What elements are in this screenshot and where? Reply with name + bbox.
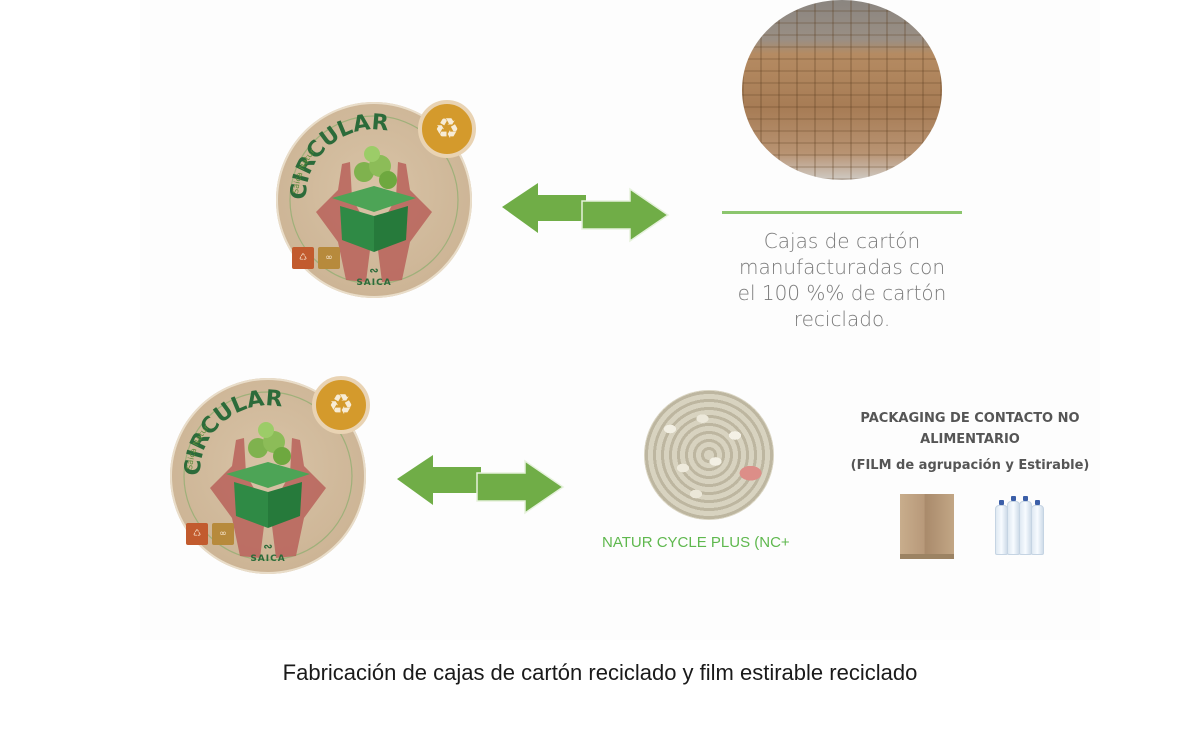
bottle [1031,500,1044,555]
green-divider [722,211,962,214]
sdg-12-icon: ♺ [292,247,314,269]
sdg-12-icon: ♺ [186,523,208,545]
caption-line: el 100 %% de cartón [737,281,947,305]
recycle-icon: ♻ [312,376,370,434]
saica-logo-icon: ∾ [369,265,379,277]
saica-natur-circular-badge: CIRCULAR Saica Natur ♻ ♺ ∞ ∾ SAICA [170,376,370,574]
water-bottle-pack-image [995,496,1045,555]
saica-logo-icon: ∾ [263,541,273,553]
badge-artwork: CIRCULAR Saica Natur [181,386,353,561]
packaging-title-line: ALIMENTARIO [920,432,1020,447]
saica-logo-text: SAICA [356,278,392,288]
sdg-infinity-icon: ∞ [212,523,234,545]
recycled-boxes-caption: Cajas de cartón manufacturadas con el 10… [712,228,972,332]
recycled-plastic-pellets-photo [644,390,774,520]
bottle [1007,496,1020,555]
caption-line: manufacturadas con [738,255,945,279]
bidirectional-arrow-icon [395,453,565,523]
figure-caption: Fabricación de cajas de cartón reciclado… [282,660,918,685]
wrapped-pallet-image [900,494,954,559]
saica-logo-text: SAICA [250,554,286,564]
caption-line: Cajas de cartón [763,229,921,253]
natur-cycle-plus-label: NATUR CYCLE PLUS (NC+ [602,534,790,551]
caption-line: reciclado. [793,307,891,331]
packaging-subtitle: (FILM de agrupación y Estirable) [850,458,1090,473]
badge-artwork: CIRCULAR Saica Natur [287,110,459,285]
sdg-infinity-icon: ∞ [318,247,340,269]
packaging-title: PACKAGING DE CONTACTO NO ALIMENTARIO [820,408,1120,450]
saica-natur-circular-badge: CIRCULAR Saica Natur ♻ ♺ ∞ ∾ SAICA [276,100,476,298]
bidirectional-arrow-icon [500,181,670,251]
packaging-title-line: PACKAGING DE CONTACTO NO [860,411,1080,426]
recycle-icon: ♻ [418,100,476,158]
warehouse-cardboard-boxes-photo [742,0,942,180]
